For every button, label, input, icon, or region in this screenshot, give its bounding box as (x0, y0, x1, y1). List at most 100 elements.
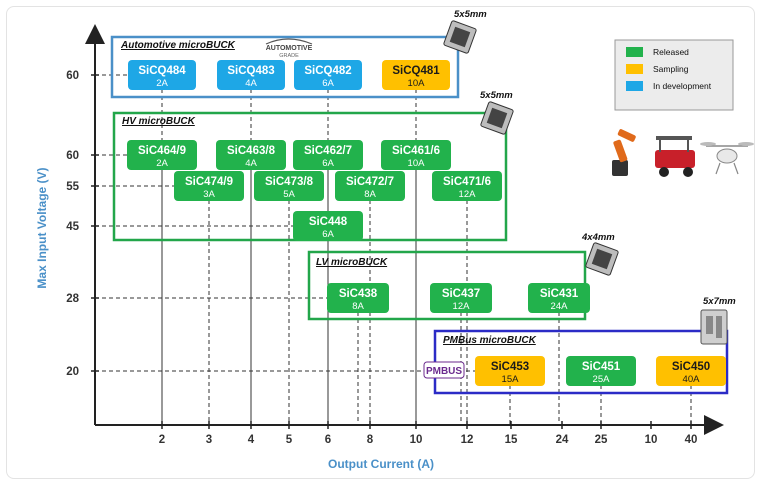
drone-icon (700, 142, 754, 175)
golf-cart-icon (655, 136, 695, 177)
chip-name: SiC462/7 (304, 145, 352, 157)
chip-sic463-8: SiC463/84A (216, 140, 286, 170)
svg-text:AUTOMOTIVE: AUTOMOTIVE (266, 45, 313, 52)
x-tick-label: 10 (410, 434, 423, 446)
chip-current: 40A (683, 374, 701, 385)
chip-name: SiC451 (582, 361, 621, 373)
y-axis-title: Max Input Voltage (V) (35, 167, 49, 288)
chip-current: 4A (245, 78, 257, 89)
package-size-label: 4x4mm (581, 232, 615, 243)
chip-current: 8A (352, 301, 364, 312)
chip-sic462-7: SiC462/76A (293, 140, 363, 170)
package-size-label: 5x7mm (703, 296, 736, 307)
pmbus-logo: PMBUS (423, 361, 465, 379)
y-tick-label: 60 (66, 150, 79, 162)
legend-swatch (626, 47, 643, 57)
chip-name: SiC473/8 (265, 176, 314, 188)
x-tick-label: 5 (286, 434, 293, 446)
x-tick-label: 12 (461, 434, 474, 446)
chip-sic473-8: SiC473/85A (254, 171, 324, 201)
chip-name: SiC463/8 (227, 145, 276, 157)
chip-name: SiC448 (309, 216, 348, 228)
group-title: LV microBUCK (316, 257, 388, 268)
chip-current: 10A (408, 158, 426, 169)
group-automotive-microbuck: Automotive microBUCK (110, 35, 460, 99)
x-tick-label: 3 (206, 434, 212, 446)
chip-current: 3A (203, 189, 215, 200)
chip-current: 4A (245, 158, 257, 169)
legend-label: Sampling (653, 64, 689, 74)
chip-name: SiCQ483 (227, 65, 274, 77)
chip-name: SiC438 (339, 288, 378, 300)
chip-name: SiC474/9 (185, 176, 233, 188)
group-title: HV microBUCK (122, 116, 196, 127)
chip-current: 6A (322, 229, 334, 240)
legend-swatch (626, 64, 643, 74)
chip-current: 12A (459, 189, 477, 200)
chip-name: SiCQ481 (392, 65, 440, 77)
chip-current: 15A (502, 374, 520, 385)
chip-name: SiC464/9 (138, 145, 186, 157)
chip-name: SiCQ482 (304, 65, 351, 77)
chip-sic464-9: SiC464/92A (127, 140, 197, 170)
legend-label: In development (653, 81, 712, 91)
y-tick-label: 60 (66, 70, 79, 82)
x-tick-label: 6 (325, 434, 331, 446)
chip-current: 2A (156, 78, 168, 89)
chip-name: SiC453 (491, 361, 529, 373)
chip-current: 25A (593, 374, 611, 385)
chip-name: SiCQ484 (138, 65, 186, 77)
chip-name: SiC450 (672, 361, 710, 373)
chip-current: 10A (408, 78, 426, 89)
x-tick-label: 4 (248, 434, 255, 446)
chip-current: 2A (156, 158, 168, 169)
package-icon: 4x4mm (581, 232, 619, 276)
x-tick-label: 25 (595, 434, 608, 446)
legend-label: Released (653, 47, 689, 57)
industrial-robot-icon (612, 129, 636, 176)
chip-current: 6A (322, 78, 334, 89)
x-tick-label: 10 (645, 434, 658, 446)
chip-name: SiC461/6 (392, 145, 440, 157)
chip-current: 8A (364, 189, 376, 200)
y-tick-label: 28 (66, 293, 79, 305)
chip-current: 24A (551, 301, 569, 312)
y-tick-label: 55 (66, 181, 79, 193)
package-icon: 5x7mm (700, 296, 736, 345)
chip-current: 6A (322, 158, 334, 169)
chip-name: SiC431 (540, 288, 579, 300)
chip-name: SiC472/7 (346, 176, 394, 188)
chip-current: 12A (453, 301, 471, 312)
y-tick-label: 20 (66, 366, 79, 378)
chip-current: 5A (283, 189, 295, 200)
y-tick-label: 45 (66, 221, 79, 233)
chip-name: SiC471/6 (443, 176, 491, 188)
chip-name: SiC437 (442, 288, 480, 300)
package-icon: 5x5mm (443, 9, 487, 54)
package-icon: 5x5mm (480, 90, 514, 135)
x-tick-label: 2 (159, 434, 165, 446)
svg-text:PMBUS: PMBUS (426, 366, 462, 377)
package-size-label: 5x5mm (454, 9, 487, 20)
x-tick-label: 24 (556, 434, 569, 446)
x-axis-title: Output Current (A) (328, 457, 434, 471)
x-tick-label: 40 (685, 434, 698, 446)
x-tick-label: 8 (367, 434, 374, 446)
chip-sic472-7: SiC472/78A (335, 171, 405, 201)
legend-swatch (626, 81, 643, 91)
x-tick-label: 15 (505, 434, 518, 446)
package-size-label: 5x5mm (480, 90, 513, 101)
